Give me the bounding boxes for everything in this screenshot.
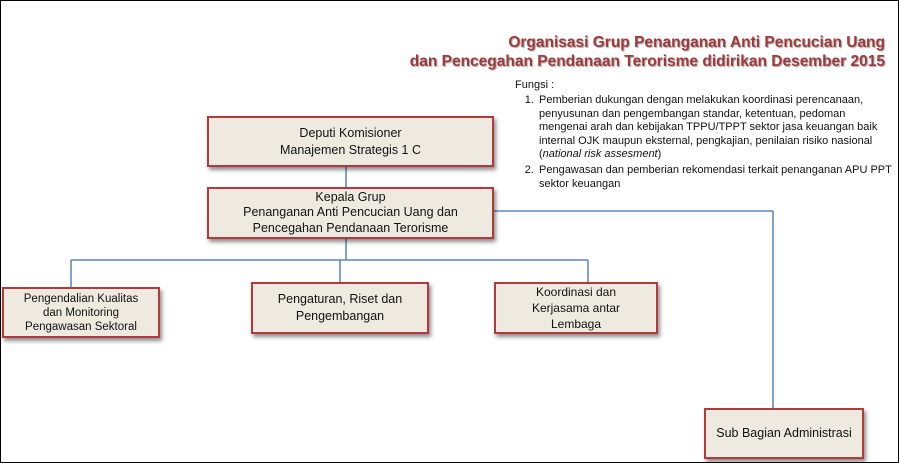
box-pengaturan-riset: Pengaturan, Riset dan Pengembangan — [251, 282, 429, 334]
box-line: Pengawasan Sektoral — [25, 320, 137, 333]
box-line: Pengaturan, Riset dan — [277, 292, 403, 306]
diagram-title-line-2: dan Pencegahan Pendanaan Terorisme didir… — [409, 53, 885, 70]
fungsi-item-text: Pemberian dukungan dengan melakukan koor… — [539, 94, 878, 161]
box-line: Pencegahan Pendanaan Terorisme — [252, 220, 449, 235]
box-line: Pengendalian Kualitas — [23, 292, 139, 305]
fungsi-description: Fungsi : Pemberian dukungan dengan melak… — [515, 79, 893, 191]
box-line: Pengembangan — [295, 309, 385, 323]
box-line: Manajemen Strategis 1 C — [279, 142, 422, 157]
diagram-title-line-1: Organisasi Grup Penanganan Anti Pencucia… — [508, 34, 885, 51]
fungsi-item-text: Pengawasan dan pemberian rekomendasi ter… — [539, 164, 892, 190]
fungsi-item: Pengawasan dan pemberian rekomendasi ter… — [537, 164, 893, 191]
box-line: dan Monitoring — [42, 306, 120, 319]
box-sub-bagian-administrasi: Sub Bagian Administrasi — [704, 408, 864, 459]
box-deputi-komisioner: Deputi Komisioner Manajemen Strategis 1 … — [207, 116, 494, 167]
box-line: Deputi Komisioner — [299, 125, 402, 140]
fungsi-item: Pemberian dukungan dengan melakukan koor… — [537, 94, 893, 161]
fungsi-list: Pemberian dukungan dengan melakukan koor… — [515, 94, 893, 191]
fungsi-item-italic: national risk assesment — [542, 148, 658, 161]
box-koordinasi-kerjasama: Koordinasi dan Kerjasama antar Lembaga — [494, 282, 658, 334]
box-kepala-grup: Kepala Grup Penanganan Anti Pencucian Ua… — [207, 187, 494, 239]
box-line: Koordinasi dan — [535, 285, 617, 299]
box-pengendalian-kualitas: Pengendalian Kualitas dan Monitoring Pen… — [2, 287, 160, 338]
box-line: Lembaga — [550, 317, 602, 331]
fungsi-item-suffix: ) — [657, 148, 662, 161]
box-line: Sub Bagian Administrasi — [716, 426, 852, 440]
box-line: Kepala Grup — [315, 189, 386, 204]
box-line: Penanganan Anti Pencucian Uang dan — [243, 205, 458, 220]
box-line: Kerjasama antar — [531, 301, 621, 315]
fungsi-heading: Fungsi : — [515, 79, 555, 91]
